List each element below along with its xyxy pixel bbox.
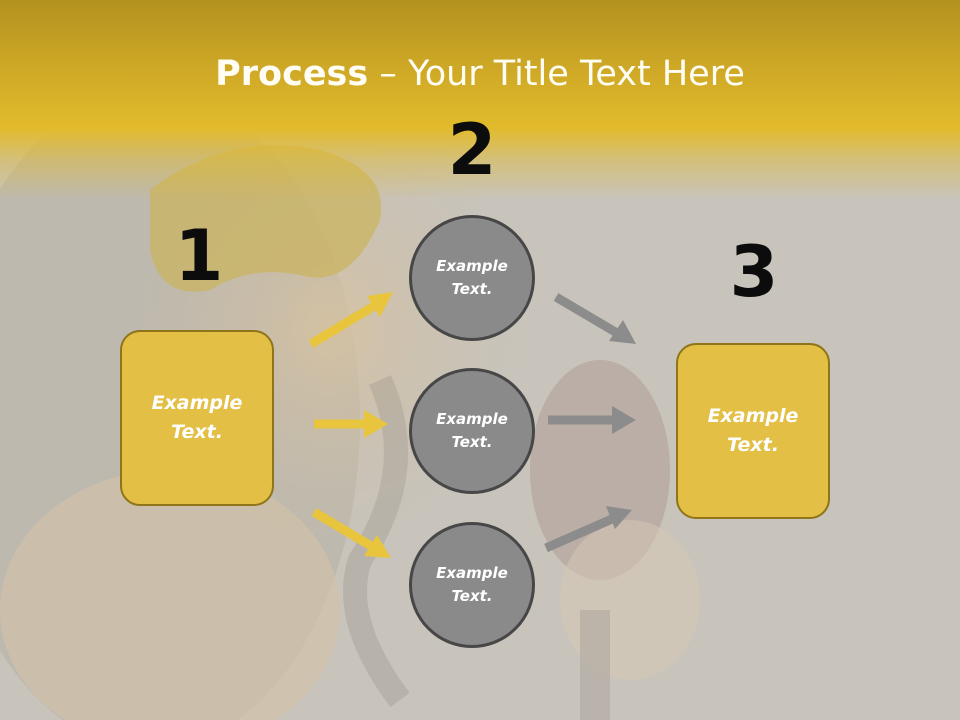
- arrow-left-to-middle: [314, 410, 388, 438]
- title-rest: – Your Title Text Here: [368, 54, 745, 94]
- circle-middle-line2: Text.: [451, 433, 493, 451]
- title-bold: Process: [215, 54, 369, 94]
- left-box-line1: Example: [151, 392, 243, 414]
- left-box-line2: Text.: [171, 421, 223, 443]
- circle-top-line1: Example: [436, 257, 508, 275]
- circle-top-line2: Text.: [451, 280, 493, 298]
- arrow-middle-to-right: [548, 406, 636, 434]
- circle-bottom-text: Example Text.: [436, 562, 508, 608]
- step-number-1: 1: [174, 215, 224, 297]
- circle-middle-text: Example Text.: [436, 408, 508, 454]
- left-box[interactable]: Example Text.: [120, 330, 274, 506]
- arrow-left-to-bottom: [311, 508, 391, 558]
- left-box-text: Example Text.: [152, 389, 243, 447]
- circle-top-text: Example Text.: [436, 255, 508, 301]
- step-number-3: 3: [729, 231, 779, 313]
- arrow-top-to-right: [553, 293, 636, 344]
- right-box-line1: Example: [707, 405, 799, 427]
- circle-top[interactable]: Example Text.: [409, 215, 535, 341]
- slide-title: Process – Your Title Text Here: [0, 52, 960, 96]
- circle-middle-line1: Example: [436, 410, 508, 428]
- circle-bottom-line2: Text.: [451, 587, 493, 605]
- right-box-text: Example Text.: [708, 402, 799, 460]
- arrow-left-to-top: [308, 292, 393, 348]
- right-box-line2: Text.: [727, 434, 779, 456]
- circle-bottom-line1: Example: [436, 564, 508, 582]
- arrow-bottom-to-right: [544, 506, 632, 553]
- right-box[interactable]: Example Text.: [676, 343, 830, 519]
- circle-middle[interactable]: Example Text.: [409, 368, 535, 494]
- header-band: [0, 0, 960, 200]
- step-number-2: 2: [447, 109, 497, 191]
- circle-bottom[interactable]: Example Text.: [409, 522, 535, 648]
